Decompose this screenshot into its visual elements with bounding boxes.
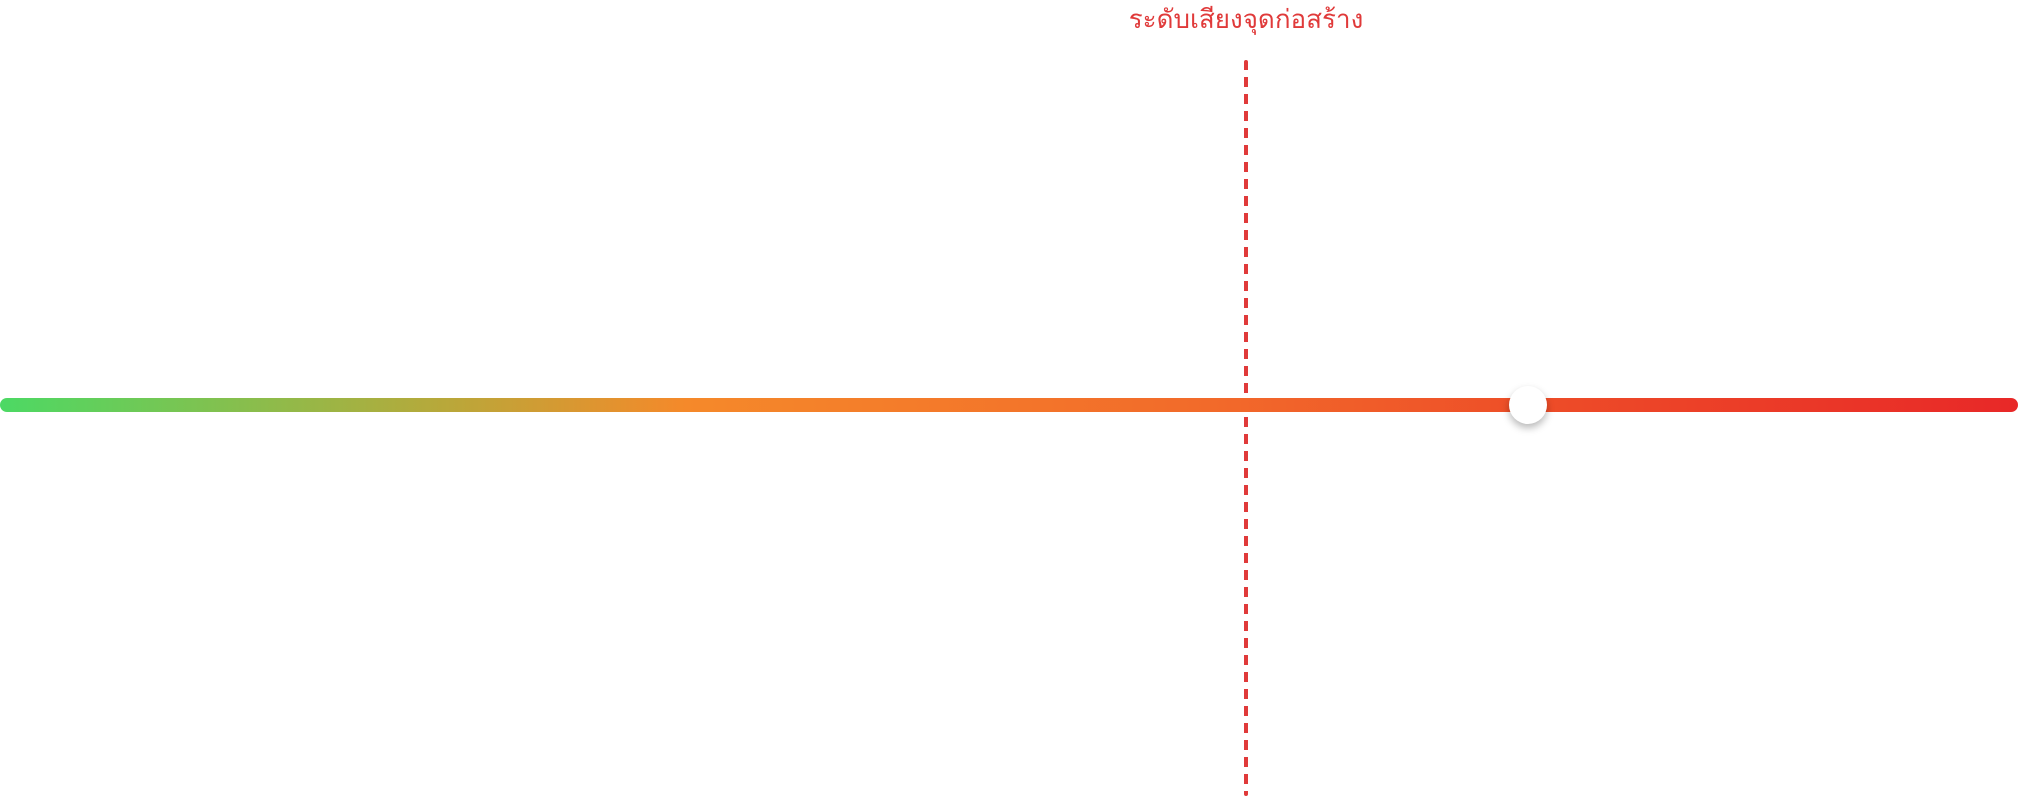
noise-level-slider-track[interactable] [0, 398, 2018, 412]
construction-noise-threshold-line [1244, 60, 1248, 796]
construction-noise-threshold-label: ระดับเสียงจุดก่อสร้าง [1128, 5, 1364, 35]
noise-level-slider-thumb[interactable] [1508, 386, 1547, 424]
